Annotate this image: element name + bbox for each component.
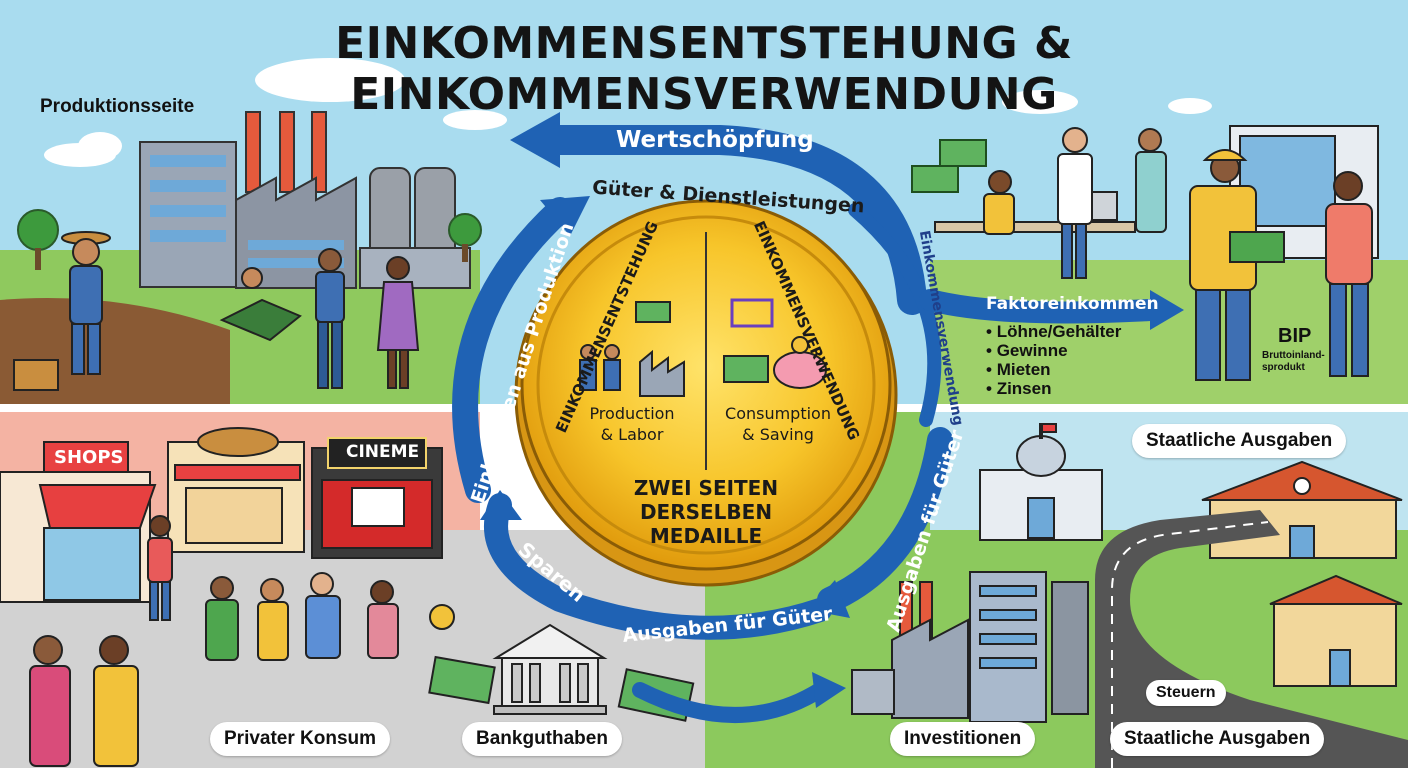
coin-center-line-3: MEDAILLE	[649, 524, 763, 548]
coin-center-line-2: DERSELBEN	[639, 500, 773, 524]
bankguthaben-label: Bankguthaben	[462, 722, 622, 756]
list-item: Löhne/Gehälter	[986, 322, 1122, 341]
clouds	[44, 58, 1212, 167]
production-side-label: Produktionsseite	[40, 96, 195, 117]
coin-left-caption-1: Production	[589, 404, 675, 423]
office-scene	[934, 125, 1379, 381]
arrow-einkommen-aus-produktion	[452, 197, 573, 503]
money-bills	[911, 139, 987, 193]
coin	[514, 199, 898, 587]
shoppers	[29, 515, 399, 767]
staatliche-ausgaben-top-label: Staatliche Ausgaben	[1132, 424, 1347, 458]
bip-full-label: Bruttoinland-sprodukt	[1262, 350, 1325, 373]
privater-konsum-label: Privater Konsum	[210, 722, 391, 756]
government-building	[979, 423, 1103, 541]
investitionen-label: Investitionen	[890, 722, 1036, 756]
shops	[0, 427, 443, 603]
bip-label: BIP	[1278, 325, 1312, 347]
page-title: EINKOMMENSENTSTEHUNG & EINKOMMENSVERWEND…	[335, 18, 1073, 120]
arrow-ausgaben-bottom	[484, 493, 832, 640]
coin-right-caption-1: Consumption	[725, 404, 831, 423]
flow-arrows	[452, 112, 1184, 723]
coin-right-caption-2: & Saving	[742, 425, 814, 444]
factory	[139, 111, 471, 289]
arrow-ausgaben-right	[817, 427, 953, 613]
wertschoepfung-label: Wertschöpfung	[616, 127, 814, 153]
staatliche-ausgaben-bottom-label: Staatliche Ausgaben	[1110, 722, 1325, 756]
list-item: Gewinne	[986, 341, 1121, 360]
coin-left-caption-2: & Labor	[600, 425, 664, 444]
faktoreinkommen-label: Faktoreinkommen	[986, 294, 1159, 314]
shops-sign: SHOPS	[54, 447, 124, 468]
steuern-label: Steuern	[1146, 680, 1226, 706]
list-item: Zinsen	[986, 379, 1121, 398]
farmer	[13, 231, 111, 391]
arrow-bank-to-investment	[632, 682, 828, 723]
cinema-sign: CINEME	[346, 442, 420, 462]
arrow-faktoreinkommen	[919, 289, 1161, 324]
faktoreinkommen-list: Löhne/Gehälter Gewinne Mieten Zinsen	[986, 322, 1122, 398]
arrow-dot	[924, 412, 932, 420]
coin-center-line-1: ZWEI SEITEN	[633, 476, 779, 500]
workers	[219, 248, 420, 389]
trees	[17, 209, 482, 270]
list-item: Mieten	[986, 360, 1121, 379]
